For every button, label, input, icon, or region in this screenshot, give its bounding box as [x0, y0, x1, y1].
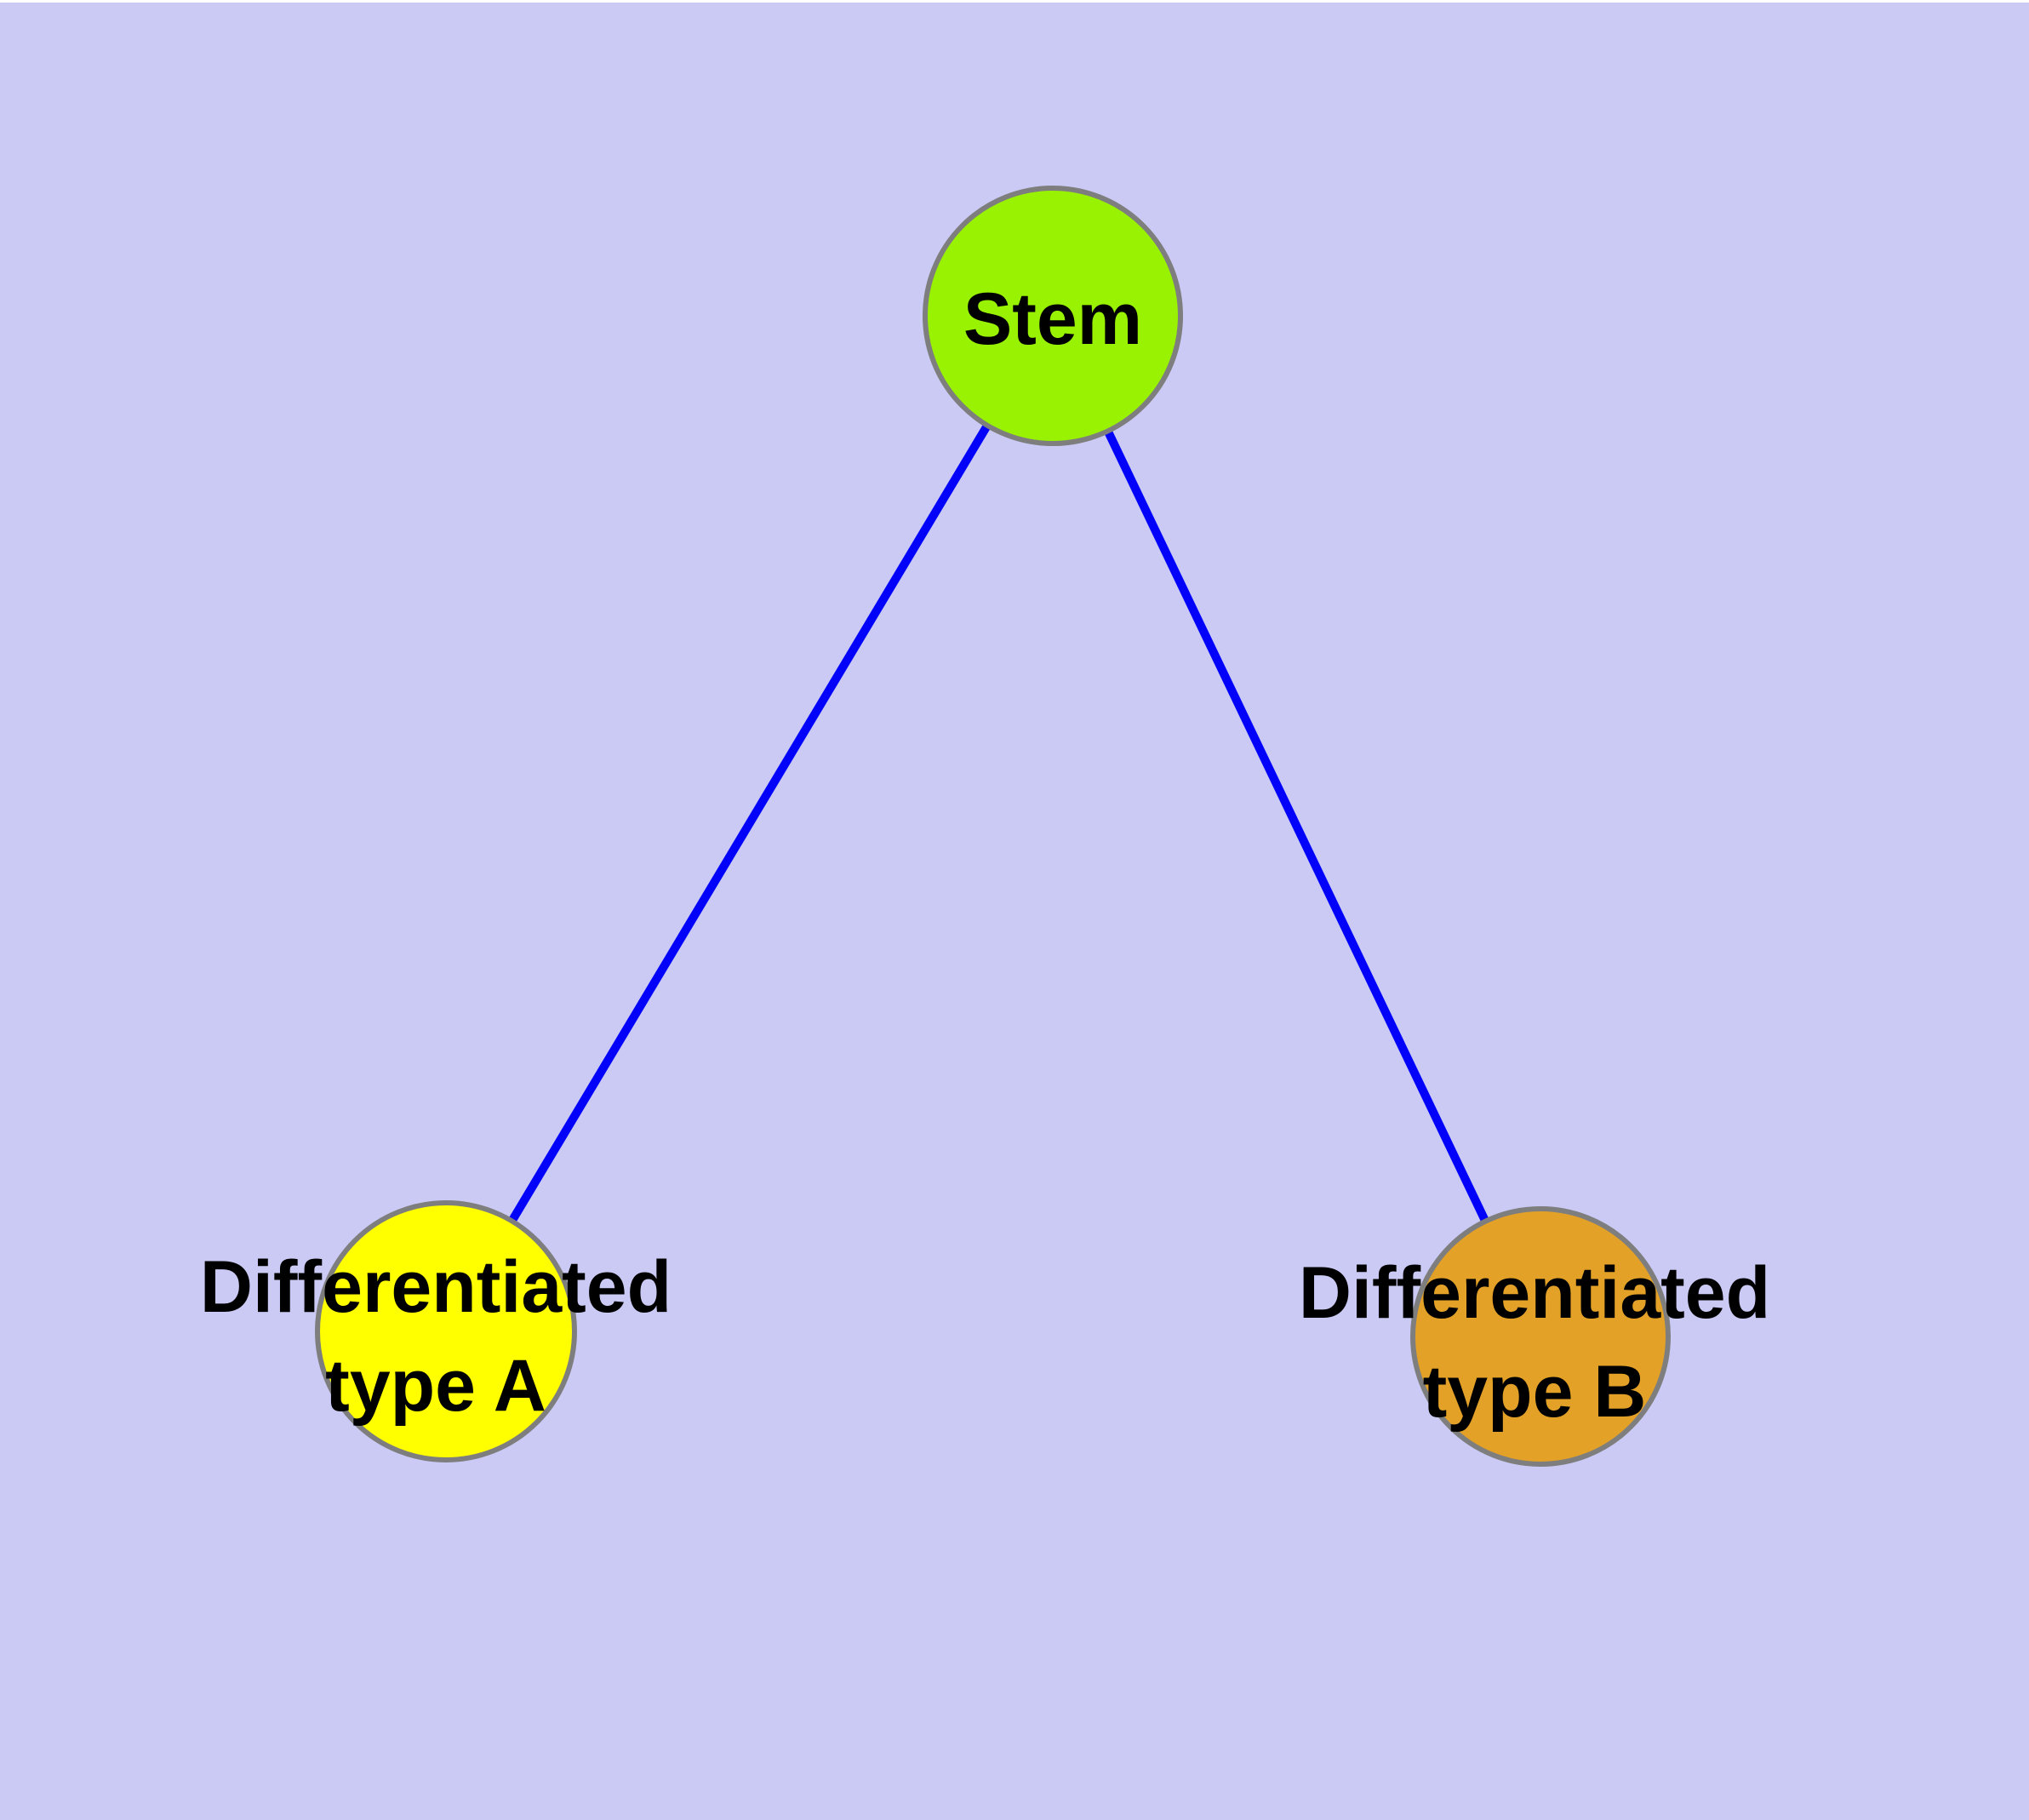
edge-stem-to-type-a — [442, 313, 1057, 1334]
node-type-b-circle[interactable] — [1410, 1206, 1671, 1467]
node-type-a-circle[interactable] — [315, 1200, 577, 1462]
edge-stem-to-type-b — [1049, 313, 1545, 1339]
graph-canvas: Stem Differentiated type A Differentiate… — [0, 3, 2029, 1820]
node-stem-circle[interactable] — [923, 186, 1183, 446]
stem-cell-differentiation-graph — [315, 186, 1671, 1467]
